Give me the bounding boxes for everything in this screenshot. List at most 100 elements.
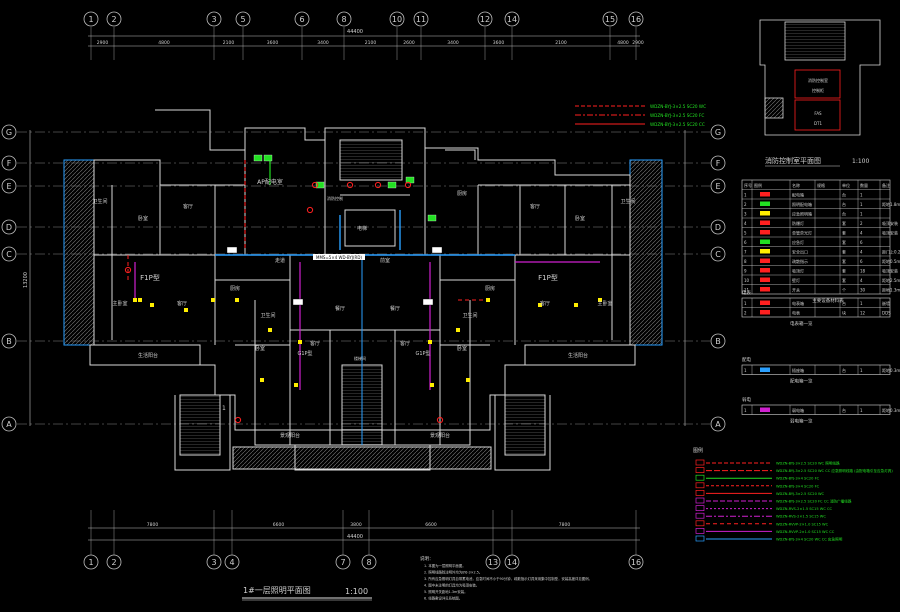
room-label-bedroom: 卧室	[575, 215, 585, 222]
outer-wall	[93, 127, 631, 471]
axis-label-right: B	[715, 337, 721, 346]
small-table-cell: 1	[744, 408, 747, 413]
axis-bubble	[413, 11, 429, 27]
distribution-box-icon	[315, 181, 325, 189]
light-fixture-icon	[466, 378, 470, 382]
line-legend-entry: WDZN-RVVP-2×1.0 SC15 WC	[776, 522, 829, 526]
table-cell: 距门上0.2m	[882, 249, 900, 255]
table-cell: 30	[860, 288, 866, 293]
table-cell: 3	[744, 212, 747, 217]
bottom-total-dim: 44400	[347, 534, 363, 540]
room-label-f1p-right: F1P型	[538, 273, 558, 282]
table-cell: 距地2.5m	[882, 277, 900, 283]
small-table-cell: 12	[860, 311, 866, 316]
light-fixture-icon	[456, 328, 460, 332]
room-label-living: 客厅	[400, 340, 410, 347]
small-table-caption: 电表箱一览	[790, 320, 813, 327]
legend-symbol-icon	[760, 268, 770, 273]
table-cell: 套	[842, 230, 846, 236]
panel-box-icon	[226, 246, 238, 254]
light-fixture-icon	[133, 298, 137, 302]
table-cell: 单管荧光灯	[792, 230, 812, 236]
right-entry-stair	[504, 394, 546, 456]
axis-bubble	[628, 11, 644, 27]
axis-label-right: G	[715, 128, 721, 137]
inset-label: 消防控制室	[808, 77, 828, 83]
axis-bubble	[710, 155, 726, 171]
axis-label-bottom: 13	[488, 558, 498, 567]
light-fixture-icon	[428, 340, 432, 344]
room-label-kitchen: 厨房	[230, 285, 240, 292]
light-fixture-icon	[486, 298, 490, 302]
small-table-cell: 1	[744, 301, 747, 306]
axis-bubble	[1, 219, 17, 235]
table-cell: 6	[860, 240, 863, 245]
inset-control-room	[794, 69, 841, 99]
room-label-kitchen: 厨房	[457, 190, 467, 197]
emergency-light-icon	[124, 266, 132, 274]
line-legend-symbol-icon	[695, 490, 705, 496]
table-cell: 照明配电箱	[792, 201, 812, 207]
line-legend-symbol-icon	[695, 497, 705, 504]
table-cell: 2	[744, 202, 747, 207]
axis-label-bottom: 14	[507, 558, 517, 567]
axis-bubble	[710, 219, 726, 235]
axis-label-top: 2	[111, 15, 116, 24]
small-table-cell: 1	[744, 368, 747, 373]
small-table-cell: 台	[842, 300, 846, 306]
light-fixture-icon	[574, 303, 578, 307]
room-label-master-bedroom: 主卧室	[597, 300, 612, 307]
small-table-cell: 电表	[792, 310, 800, 316]
table-header-cell: 图例	[754, 182, 762, 188]
axis-label-top: 8	[341, 15, 346, 24]
small-table-caption: 配电箱一览	[790, 378, 813, 385]
emergency-light-icon	[306, 206, 314, 214]
table-cell: 个	[842, 288, 846, 293]
axis-bubble	[361, 554, 377, 570]
axis-bubble	[504, 554, 520, 570]
room-label-hall: 前室	[380, 257, 390, 264]
emergency-light-icon	[436, 416, 444, 424]
table-cell: 距地1.3m	[882, 287, 900, 293]
table-cell: 壁灯	[792, 277, 800, 283]
axis-label-right: D	[715, 223, 721, 232]
panel-box-icon	[292, 298, 304, 306]
bus-label: MMS=5×4 WD-BYJ(RD)	[316, 255, 362, 260]
top-segment-dim: 2100	[223, 40, 235, 46]
axis-label-left: D	[6, 223, 12, 232]
distribution-box-icon	[387, 181, 397, 189]
right-hatched-balcony	[629, 159, 663, 346]
axis-bubble	[106, 554, 122, 570]
light-fixture-icon	[430, 383, 434, 387]
axis-bubble	[602, 11, 618, 27]
table-header-cell: 名称	[792, 182, 800, 188]
axis-bubble	[485, 554, 501, 570]
line-legend-symbol-icon	[695, 512, 705, 519]
table-cell: 4	[860, 278, 863, 283]
table-cell: 5	[744, 231, 747, 236]
top-segment-dim: 2900	[632, 40, 644, 46]
axis-label-top: 15	[605, 15, 615, 24]
table-cell: 吸顶安装	[882, 268, 898, 274]
line-legend-entry: WDZN-BYJ-3×2.5 SC20 WC CC 应急照明线路 (由配电箱引至…	[776, 468, 893, 473]
axis-bubble	[336, 11, 352, 27]
emergency-light-icon	[346, 181, 354, 189]
light-fixture-icon	[538, 303, 542, 307]
room-label-corridor: 走道	[275, 257, 285, 264]
line-legend-symbol-icon	[695, 528, 705, 534]
table-header-cell: 序号	[744, 182, 752, 188]
inset-label: DT1	[814, 121, 823, 126]
upper-stair	[339, 139, 403, 181]
legend-symbol-icon	[760, 407, 770, 412]
axis-bubble	[83, 554, 99, 570]
notes-line: 6. 线路敷设详见系统图。	[424, 596, 462, 601]
room-label-bath: 卫生间	[92, 198, 107, 205]
axis-bubble	[206, 554, 222, 570]
top-segment-dim: 2100	[365, 40, 377, 46]
room-label-bedroom: 卧室	[457, 345, 467, 352]
room-label-stair: 楼梯间	[354, 355, 366, 361]
bottom-segment-dim: 7800	[147, 522, 159, 528]
